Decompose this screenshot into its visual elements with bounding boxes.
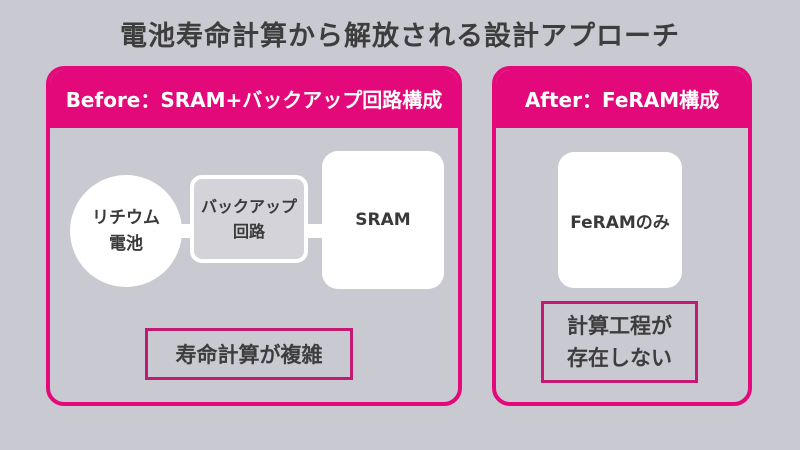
backup-circuit-node: バックアップ 回路 [190, 175, 308, 263]
after-panel-header: After：FeRAM構成 [496, 70, 748, 128]
after-panel: After：FeRAM構成 [492, 66, 752, 406]
after-note: 計算工程が 存在しない [541, 301, 698, 383]
before-note: 寿命計算が複雑 [145, 328, 353, 380]
sram-node: SRAM [322, 151, 444, 289]
feram-node: FeRAMのみ [558, 152, 682, 288]
lithium-battery-node: リチウム 電池 [70, 175, 182, 287]
page-title: 電池寿命計算から解放される設計アプローチ [120, 21, 680, 52]
before-panel-header: Before：SRAM+バックアップ回路構成 [50, 70, 458, 128]
